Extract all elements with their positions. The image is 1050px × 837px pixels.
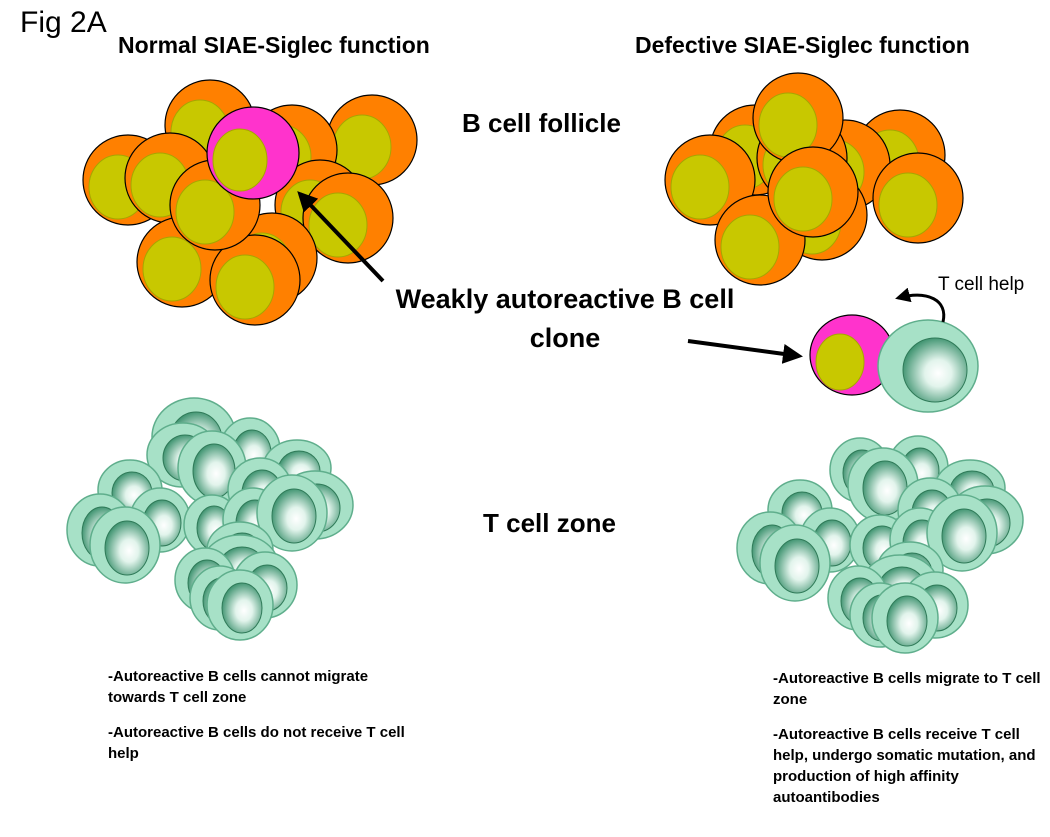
figure-label: Fig 2A [20, 6, 107, 39]
arrow-to-t-cell-help [687, 339, 803, 364]
b-cell [872, 152, 964, 244]
arrow-to-normal-follicle [297, 191, 385, 283]
t-cell [206, 569, 274, 641]
autoreactive-clone-label: Weakly autoreactive B cell clone [395, 284, 735, 353]
t-cell-zone-label: T cell zone [483, 508, 616, 538]
right-note-2: -Autoreactive B cells receive T cell hel… [773, 726, 1036, 806]
right-t-cell-zone [736, 435, 1024, 654]
t-cell [926, 494, 998, 572]
right-column-title: Defective SIAE-Siglec function [635, 32, 970, 58]
t-cell [89, 506, 161, 584]
b-cell [664, 134, 756, 226]
left-column-title: Normal SIAE-Siglec function [118, 32, 430, 58]
left-b-cell-follicle [82, 79, 418, 326]
autoreactive-b-cell [206, 106, 300, 200]
left-t-cell-zone [66, 397, 354, 641]
t-cell [871, 582, 939, 654]
left-note-2: -Autoreactive B cells do not receive T c… [108, 724, 405, 762]
b-cell-follicle-label: B cell follicle [462, 108, 621, 138]
t-cell [256, 474, 328, 552]
t-cell-help-arrow [895, 287, 946, 323]
left-note-1: -Autoreactive B cells cannot migrate tow… [108, 668, 369, 706]
right-note-1: -Autoreactive B cells migrate to T cell … [773, 670, 1041, 708]
t-cell [759, 524, 831, 602]
b-cell [767, 146, 859, 238]
b-cell [209, 234, 301, 326]
helper-t-cell [877, 319, 979, 413]
autoreactive-b-cell [809, 314, 895, 396]
t-cell-help-interaction [809, 287, 979, 413]
b-cell [752, 72, 844, 164]
right-b-cell-follicle [664, 72, 964, 286]
t-cell-help-label: T cell help [938, 274, 1025, 295]
b-cell [302, 172, 394, 264]
